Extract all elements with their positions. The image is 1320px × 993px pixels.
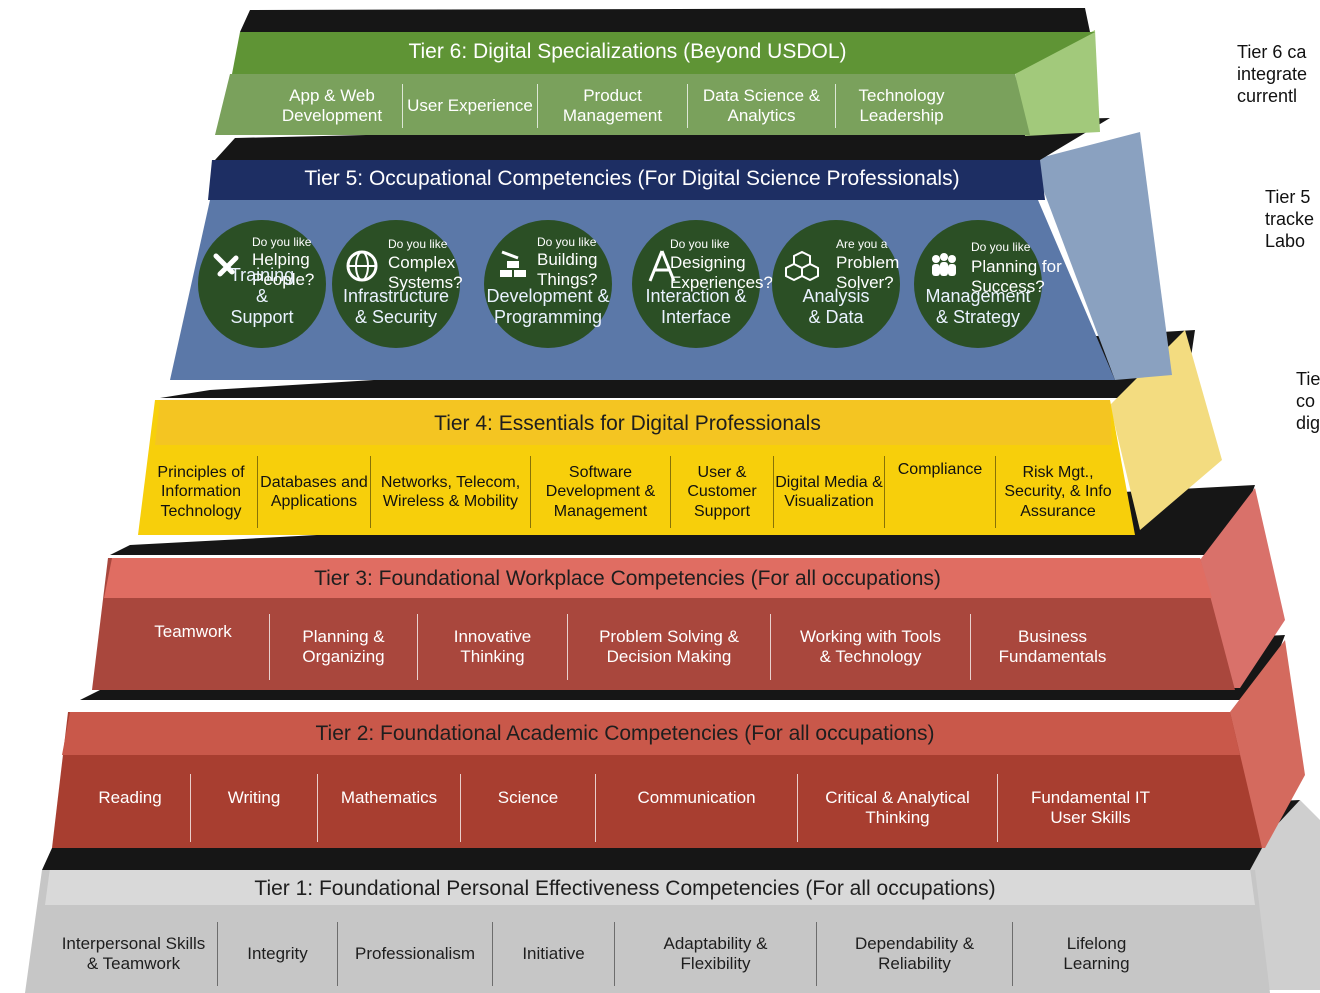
tier5-side [1032, 132, 1172, 380]
tier4-side [1110, 330, 1222, 530]
circle-question: Planning for Success? [971, 257, 1062, 296]
circle-label: Training & Support [229, 265, 295, 327]
tier4-item: Networks, Telecom, Wireless & Mobility [370, 456, 530, 528]
tier4-title: Tier 4: Essentials for Digital Professio… [434, 412, 821, 435]
note-line: tracke [1265, 209, 1315, 229]
tier3-item: Working with Tools & Technology [770, 614, 970, 680]
tier6-top-shadow [240, 8, 1090, 32]
tier3-title-band [104, 558, 1212, 598]
tier4-note: Tie co dig [1296, 368, 1320, 434]
tier1-item: Initiative [492, 922, 614, 986]
tier4-item: Digital Media & Visualization [773, 456, 884, 528]
tier4-item: Risk Mgt., Security, & Info Assurance [995, 456, 1120, 528]
circle-label: Management & Strategy [925, 286, 1031, 327]
circle-label: Interaction & Interface [645, 286, 747, 327]
tier1-item: Lifelong Learning [1012, 922, 1180, 986]
tier3-items: Teamwork Planning & Organizing Innovativ… [117, 614, 1147, 680]
tier6-item: Technology Leadership [835, 84, 967, 128]
tier2-item: Writing [190, 774, 317, 842]
circle-question: Complex Systems? [388, 253, 463, 292]
tier4-item: Databases and Applications [257, 456, 370, 528]
tier3-item: Business Fundamentals [970, 614, 1134, 680]
circle-development-programming: Do you like Building Things? Development… [484, 220, 612, 348]
tier6-item: Data Science & Analytics [687, 84, 835, 128]
bricks-icon [500, 250, 526, 277]
circle-question: Designing Experiences? [670, 253, 774, 292]
note-line: dig [1296, 413, 1320, 433]
circle-question: Problem Solver? [836, 253, 900, 292]
note-line: integrate [1237, 64, 1308, 84]
tier3-item: Innovative Thinking [417, 614, 567, 680]
circle-question-small: Do you like [971, 240, 1031, 254]
circle-interaction-interface: Do you like Designing Experiences? Inter… [632, 220, 773, 348]
tier6-title: Tier 6: Digital Specializations (Beyond … [408, 40, 847, 63]
note-line: co [1296, 391, 1316, 411]
note-line: Tier 6 ca [1237, 42, 1307, 62]
circle-analysis-data: Are you a Problem Solver? Analysis & Dat… [772, 220, 900, 348]
tier2-item: Critical & Analytical Thinking [797, 774, 997, 842]
tier2-item: Mathematics [317, 774, 460, 842]
tier6-side [1015, 30, 1100, 136]
people-icon [932, 253, 956, 276]
tier1-title: Tier 1: Foundational Personal Effectiven… [254, 877, 996, 900]
circle-question-small: Do you like [670, 237, 730, 251]
tier6-band [215, 74, 1030, 135]
tier1-item: Adaptability & Flexibility [614, 922, 816, 986]
circle-question-small: Do you like [388, 237, 448, 251]
compass-icon [648, 250, 676, 282]
tier2-title: Tier 2: Foundational Academic Competenci… [315, 722, 935, 745]
tier6-note: Tier 6 ca integrate currentl [1237, 41, 1307, 107]
tier3-item: Planning & Organizing [269, 614, 417, 680]
tier3-item: Problem Solving & Decision Making [567, 614, 770, 680]
circle-label: Development & Programming [486, 286, 610, 327]
tools-icon [213, 253, 239, 277]
tier1-items: Interpersonal Skills & Teamwork Integrit… [50, 922, 1200, 986]
tier2-item: Fundamental IT User Skills [997, 774, 1183, 842]
tier2-bottom-shadow [42, 848, 1262, 870]
tier4-item: Software Development & Management [530, 456, 670, 528]
circle-label: Analysis & Data [802, 286, 870, 327]
tier1-item: Interpersonal Skills & Teamwork [61, 933, 206, 973]
circle-question-small: Are you a [836, 237, 888, 251]
note-line: currentl [1237, 86, 1298, 106]
tier3-side [1200, 488, 1285, 688]
tier5-title: Tier 5: Occupational Competencies (For D… [304, 167, 960, 190]
note-line: Tier 5 [1265, 187, 1311, 207]
tier3-item: Teamwork [154, 622, 232, 641]
tier4-item: User & Customer Support [670, 456, 773, 528]
tier4-item: Compliance [884, 456, 995, 528]
note-line: Tie [1296, 369, 1320, 389]
tier4-items: Principles of Information Technology Dat… [145, 456, 1120, 528]
tier6-items: App & Web Development User Experience Pr… [262, 84, 982, 128]
tier6-item: App & Web Development [281, 85, 383, 125]
tier6-item: User Experience [402, 84, 537, 128]
tier2-title-band [62, 712, 1240, 755]
cubes-icon [785, 250, 819, 282]
tier6-item: Product Management [537, 84, 687, 128]
circle-question-small: Do you like [252, 235, 312, 249]
tier5-title-band [208, 160, 1045, 200]
tier2-item: Science [460, 774, 595, 842]
tier4-title-band [155, 400, 1112, 445]
tier1-item: Dependability & Reliability [816, 922, 1012, 986]
tier1-title-band [45, 868, 1255, 905]
tier6-title-band [232, 32, 1095, 74]
tier1-item: Professionalism [337, 922, 492, 986]
tier2-item: Communication [595, 774, 797, 842]
note-line: Labo [1265, 231, 1306, 251]
circle-question: Helping People? [252, 250, 315, 289]
globe-icon [346, 250, 378, 282]
circle-label: Infrastructure & Security [342, 286, 450, 327]
tier3-title: Tier 3: Foundational Workplace Competenc… [314, 567, 941, 590]
circle-training-support: Do you like Helping People? Training & S… [198, 220, 326, 348]
circle-question: Building Things? [537, 250, 598, 289]
tier1-item: Integrity [217, 922, 337, 986]
circle-question-small: Do you like [537, 235, 597, 249]
circle-infrastructure-security: Do you like Complex Systems? Infrastruct… [332, 220, 463, 348]
tier2-items: Reading Writing Mathematics Science Comm… [70, 774, 1234, 842]
tier4-item: Principles of Information Technology [157, 464, 245, 520]
circle-management-strategy: Do you like Planning for Success? Manage… [914, 220, 1062, 348]
tier5-note: Tier 5 tracke Labo [1265, 186, 1314, 252]
tier2-item: Reading [98, 788, 162, 807]
